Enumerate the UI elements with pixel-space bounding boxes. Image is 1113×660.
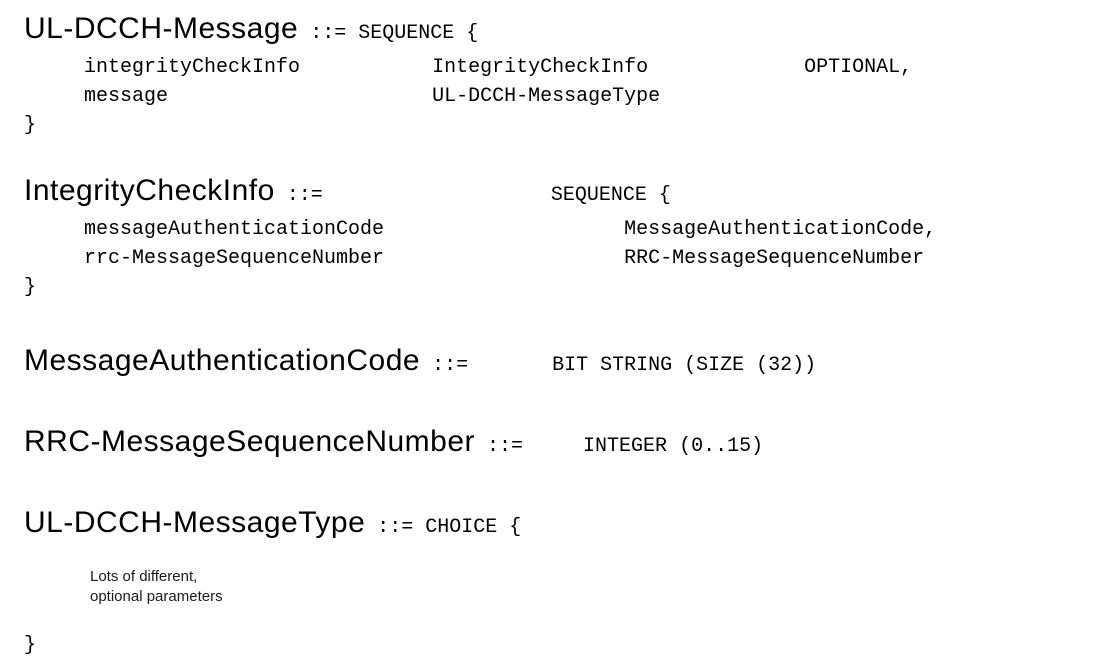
closing-brace: } <box>24 276 37 299</box>
asn1-block-ul-dcch-message: UL-DCCH-Message ::= SEQUENCE { integrity… <box>24 10 1113 140</box>
assignment-code: ::= BIT STRING (SIZE (32)) <box>420 354 817 377</box>
type-name-heading: UL-DCCH-Message <box>24 12 299 45</box>
type-name-heading: MessageAuthenticationCode <box>24 344 421 377</box>
type-name-heading: UL-DCCH-MessageType <box>24 506 366 539</box>
annotation-line: Lots of different, <box>90 568 198 585</box>
annotation-note: Lots of different, optional parameters <box>90 567 1113 607</box>
field-line: messageAuthenticationCode MessageAuthent… <box>24 218 937 241</box>
assignment-code: ::= CHOICE { <box>365 516 522 539</box>
definition-header: MessageAuthenticationCode ::= BIT STRING… <box>24 342 1113 385</box>
annotation-line: optional parameters <box>90 588 223 605</box>
type-name-heading: IntegrityCheckInfo <box>24 174 275 207</box>
assignment-code: ::= SEQUENCE { <box>298 22 479 45</box>
field-line: message UL-DCCH-MessageType <box>24 85 661 108</box>
assignment-code: ::= SEQUENCE { <box>274 184 671 207</box>
closing-brace: } <box>24 114 37 137</box>
closing-brace: } <box>24 634 37 657</box>
asn1-block-message-authentication-code: MessageAuthenticationCode ::= BIT STRING… <box>24 342 1113 385</box>
definition-header: RRC-MessageSequenceNumber ::= INTEGER (0… <box>24 423 1113 466</box>
definition-header: IntegrityCheckInfo ::= SEQUENCE { <box>24 172 1113 215</box>
field-line: rrc-MessageSequenceNumber RRC-MessageSeq… <box>24 247 925 270</box>
asn1-block-rrc-message-sequence-number: RRC-MessageSequenceNumber ::= INTEGER (0… <box>24 423 1113 466</box>
definition-header: UL-DCCH-MessageType ::= CHOICE { <box>24 504 1113 547</box>
asn1-block-ul-dcch-message-type: UL-DCCH-MessageType ::= CHOICE { Lots of… <box>24 504 1113 660</box>
field-line: integrityCheckInfo IntegrityCheckInfo OP… <box>24 56 913 79</box>
asn1-block-integrity-check-info: IntegrityCheckInfo ::= SEQUENCE { messag… <box>24 172 1113 302</box>
assignment-code: ::= INTEGER (0..15) <box>475 435 764 458</box>
definition-header: UL-DCCH-Message ::= SEQUENCE { <box>24 10 1113 53</box>
type-name-heading: RRC-MessageSequenceNumber <box>24 425 476 458</box>
